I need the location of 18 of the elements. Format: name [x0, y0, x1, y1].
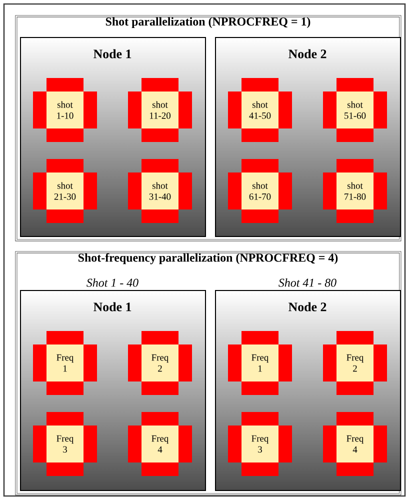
subtitle: Shot 1 - 40: [86, 278, 138, 287]
processor-chip: Freq 4: [128, 412, 192, 476]
processor-chip: shot 41-50: [228, 78, 292, 142]
processor-chip: Freq 2: [323, 331, 387, 395]
processor-chip: shot 11-20: [128, 78, 192, 142]
processor-chip: Freq 4: [323, 412, 387, 476]
processor-chip: Freq 3: [228, 412, 292, 476]
processor-chip: Freq 1: [33, 331, 97, 395]
processor-chip: shot 31-40: [128, 159, 192, 223]
processor-chip: Freq 3: [33, 412, 97, 476]
subtitle: Shot 41 - 80: [278, 278, 336, 287]
processor-chip: shot 61-70: [228, 159, 292, 223]
processor-chip: shot 51-60: [323, 78, 387, 142]
processor-chip: Freq 1: [228, 331, 292, 395]
processor-chip: shot 21-30: [33, 159, 97, 223]
processor-chip: shot 71-80: [323, 159, 387, 223]
processor-chip: Freq 2: [128, 331, 192, 395]
processor-chip: shot 1-10: [33, 78, 97, 142]
